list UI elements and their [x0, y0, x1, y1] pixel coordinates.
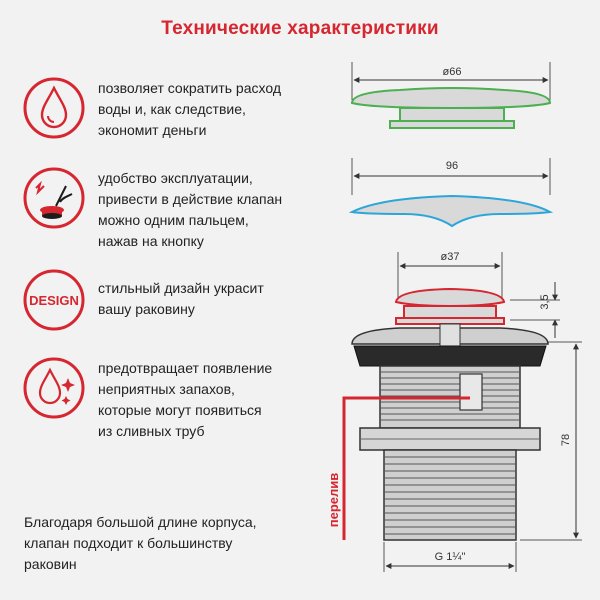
dim-body-height-label: 78 [560, 434, 572, 446]
feature-item-odor: предотвращает появление неприятных запах… [22, 356, 342, 442]
dim-thread-label: G 1¼" [435, 551, 466, 563]
cap-green: ø66 [350, 62, 552, 129]
dim-cap-height: 3,5 [510, 282, 560, 338]
design-badge-icon: DESIGN [23, 269, 85, 331]
finger-press-icon [23, 167, 85, 229]
feature-text: предотвращает появление неприятных запах… [98, 360, 273, 439]
bottom-note: Благодаря большой длине корпуса, клапан … [24, 514, 257, 572]
feature-item-design: DESIGN стильный дизайн украсит вашу рако… [22, 268, 342, 332]
page-title: Технические характеристики [161, 18, 439, 39]
dim-cap-blue: 96 [446, 160, 458, 172]
water-drop-icon [23, 77, 85, 139]
dim-cap-green: ø66 [443, 66, 462, 78]
valve-body [351, 323, 549, 541]
cap-blue: 96 [348, 158, 554, 228]
feature-text: стильный дизайн украсит вашу раковину [98, 280, 264, 317]
dim-thread: G 1¼" [383, 542, 517, 572]
dim-red-cap: ø37 [397, 251, 503, 300]
clean-drop-icon [23, 357, 85, 419]
dim-cap-height-label: 3,5 [539, 294, 551, 309]
svg-text:DESIGN: DESIGN [29, 293, 79, 308]
feature-item-water-saving: позволяет сократить расход воды и, как с… [22, 76, 342, 141]
feature-text: удобство эксплуатации, привести в действ… [98, 170, 283, 249]
dim-cap-red: ø37 [441, 251, 460, 263]
feature-item-easy-use: удобство эксплуатации, привести в действ… [22, 166, 342, 252]
cap-red [394, 287, 506, 325]
feature-text: позволяет сократить расход воды и, как с… [98, 80, 281, 138]
overflow-label: перелив [326, 473, 341, 528]
overflow-path: перелив [326, 396, 470, 540]
